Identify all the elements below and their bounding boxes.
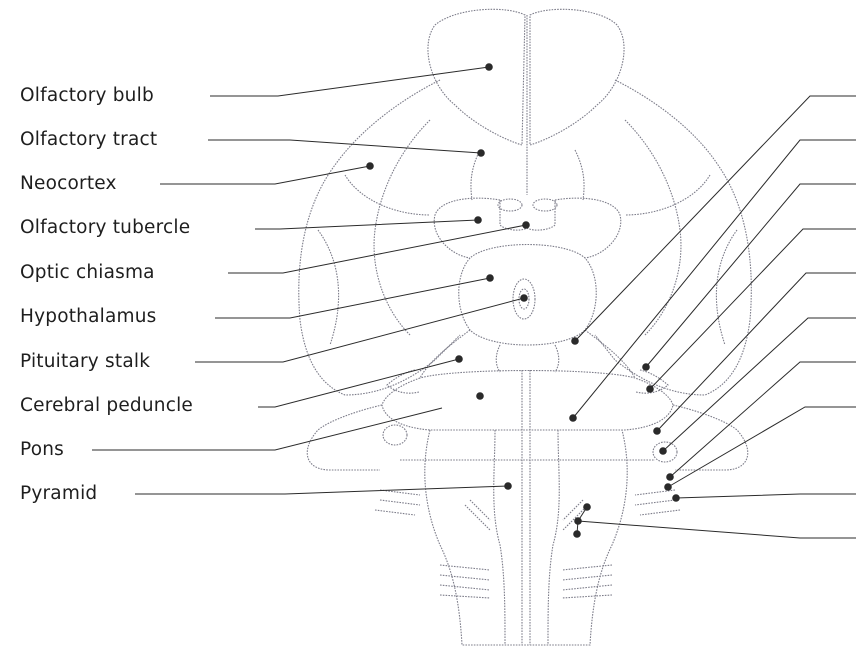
dot-olfactory-bulb (485, 63, 493, 71)
label-neocortex: Neocortex (20, 175, 117, 194)
leader-olfactory-tubercle (255, 220, 478, 229)
dot-right-3 (642, 363, 650, 371)
leader-right-6 (663, 318, 856, 451)
dot-right-10b (574, 517, 582, 525)
leader-olfactory-bulb (210, 67, 489, 96)
dot-right-8 (664, 483, 672, 491)
dot-right-1 (571, 337, 579, 345)
leader-optic-chiasma (228, 225, 526, 273)
dot-hypothalamus (486, 274, 494, 282)
leader-olfactory-tract (208, 140, 481, 153)
label-hypothalamus: Hypothalamus (20, 308, 157, 327)
leader-right-4 (650, 229, 856, 389)
label-cerebral-peduncle: Cerebral peduncle (20, 397, 193, 416)
leader-right-2 (573, 140, 856, 418)
label-pons: Pons (20, 441, 64, 460)
dot-right-10c (573, 530, 581, 538)
dot-optic-chiasma (522, 221, 530, 229)
label-olfactory-tubercle: Olfactory tubercle (20, 219, 190, 238)
dot-right-9 (672, 494, 680, 502)
label-optic-chiasma: Optic chiasma (20, 264, 155, 283)
leader-cerebral-peduncle (258, 359, 459, 407)
dot-olfactory-tubercle (474, 216, 482, 224)
leader-right-9 (676, 494, 856, 498)
dot-right-6 (659, 447, 667, 455)
dot-cerebral-peduncle (455, 355, 463, 363)
dot-right-2 (569, 414, 577, 422)
leader-hypothalamus (215, 278, 490, 318)
dot-pons (476, 392, 484, 400)
leader-right-3 (646, 184, 856, 367)
label-olfactory-bulb: Olfactory bulb (20, 87, 154, 106)
leader-right-10 (578, 521, 856, 538)
leader-right-1 (575, 96, 856, 341)
leader-pyramid (135, 486, 508, 494)
dot-pituitary-stalk (520, 294, 528, 302)
leader-neocortex (160, 166, 370, 184)
label-olfactory-tract: Olfactory tract (20, 131, 157, 150)
dot-olfactory-tract (477, 149, 485, 157)
dot-right-4 (646, 385, 654, 393)
leader-pituitary-stalk (195, 298, 524, 362)
label-pituitary-stalk: Pituitary stalk (20, 353, 150, 372)
leader-right-8 (668, 407, 856, 487)
dot-right-5 (653, 427, 661, 435)
dot-right-10a (583, 503, 591, 511)
dot-pyramid (504, 482, 512, 490)
dot-neocortex (366, 162, 374, 170)
dot-right-7 (666, 473, 674, 481)
label-pyramid: Pyramid (20, 485, 97, 504)
